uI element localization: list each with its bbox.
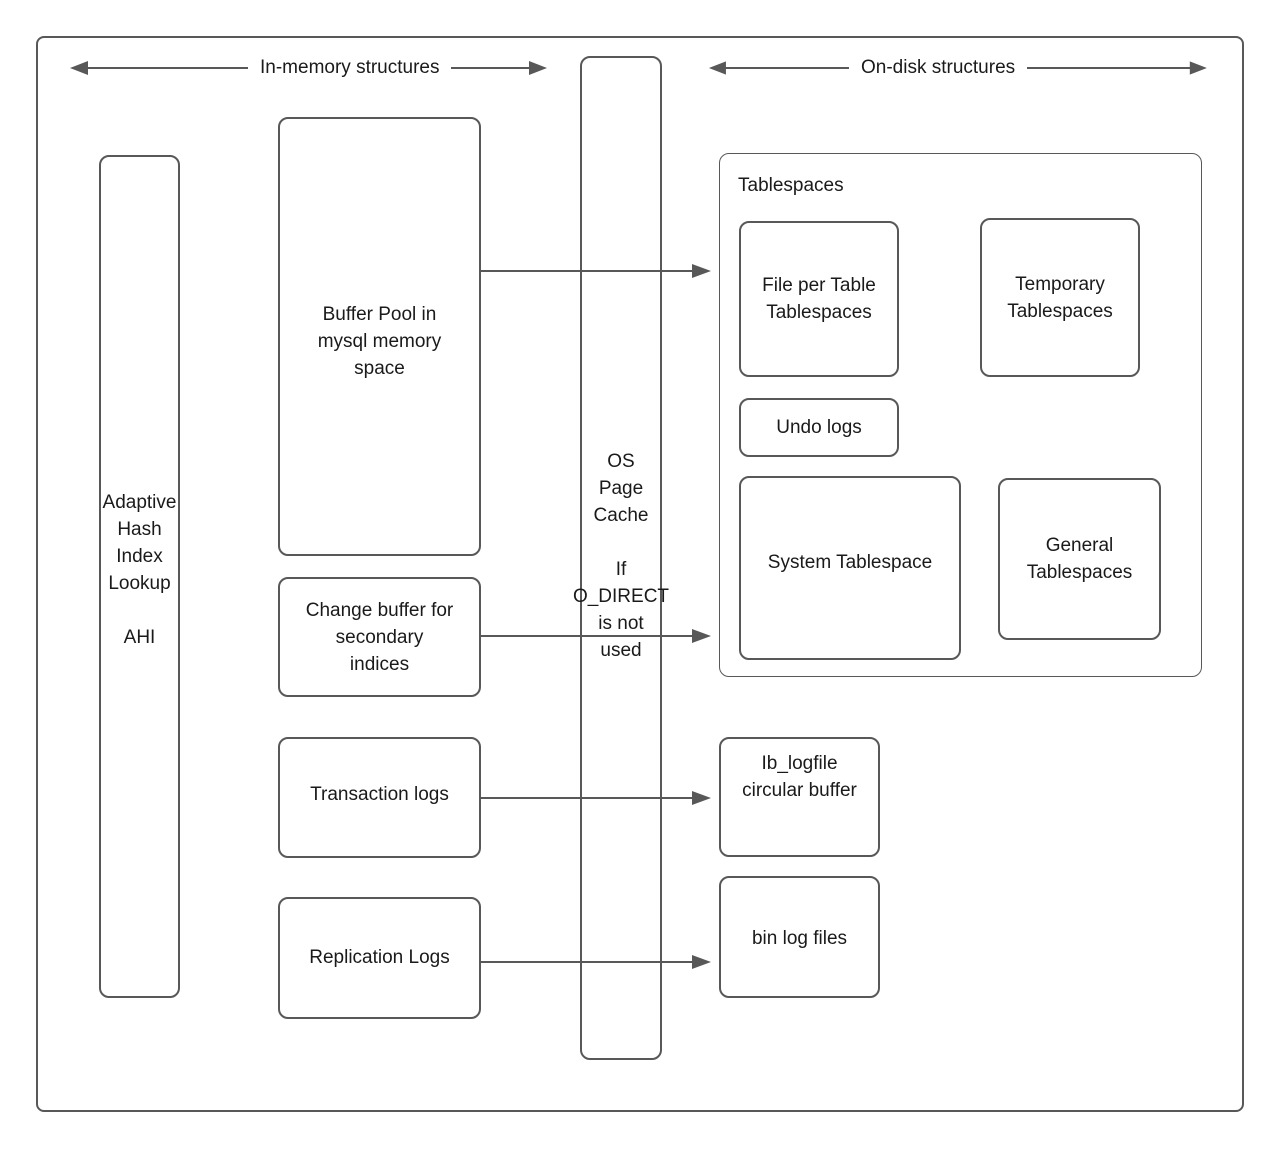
transaction-logs-label: Transaction logs bbox=[310, 784, 449, 805]
arrow-right-icon bbox=[451, 61, 548, 75]
replication-logs-box[interactable]: Replication Logs bbox=[278, 897, 481, 1019]
bin-log-files-box[interactable]: bin log files bbox=[719, 876, 880, 998]
in-memory-structures-band: In-memory structures bbox=[68, 53, 552, 83]
on-disk-structures-band: On-disk structures bbox=[707, 53, 1207, 83]
ib-logfile-label: Ib_logfile circular buffer bbox=[742, 753, 857, 801]
system-tablespace-label: System Tablespace bbox=[767, 551, 933, 573]
temporary-tablespaces-box[interactable]: Temporary Tablespaces bbox=[980, 218, 1140, 377]
adaptive-hash-index-box[interactable] bbox=[99, 155, 180, 998]
general-tablespaces-label: General Tablespaces bbox=[1026, 535, 1133, 583]
change-buffer-label: Change buffer for secondary indices bbox=[305, 599, 454, 675]
tablespaces-group-title: Tablespaces bbox=[738, 175, 844, 196]
connector-transaction-logs-to-ib-logfile bbox=[481, 789, 711, 807]
file-per-table-tablespaces-box[interactable]: File per Table Tablespaces bbox=[739, 221, 899, 377]
change-buffer-box[interactable]: Change buffer for secondary indices bbox=[278, 577, 481, 697]
adaptive-hash-index-label: Adaptive Hash Index Lookup AHI bbox=[102, 492, 177, 648]
ib-logfile-box[interactable]: Ib_logfile circular buffer bbox=[719, 737, 880, 857]
on-disk-structures-label: On-disk structures bbox=[860, 57, 1016, 78]
os-page-cache-box[interactable] bbox=[580, 56, 662, 1060]
connector-change-buffer-to-system-tablespace bbox=[481, 627, 711, 645]
replication-logs-label: Replication Logs bbox=[309, 946, 450, 968]
bin-log-files-label: bin log files bbox=[751, 927, 848, 949]
undo-logs-label: Undo logs bbox=[776, 417, 862, 438]
in-memory-structures-label: In-memory structures bbox=[260, 57, 440, 78]
buffer-pool-label: Buffer Pool in mysql memory space bbox=[317, 304, 442, 379]
system-tablespace-box[interactable]: System Tablespace bbox=[739, 476, 961, 660]
arrow-left-icon bbox=[70, 61, 248, 75]
file-per-table-tablespaces-label: File per Table Tablespaces bbox=[762, 275, 876, 323]
undo-logs-box[interactable]: Undo logs bbox=[739, 398, 899, 457]
connector-replication-logs-to-bin-log-files bbox=[481, 953, 711, 971]
buffer-pool-box[interactable]: Buffer Pool in mysql memory space bbox=[278, 117, 481, 556]
arrow-right-icon bbox=[1027, 61, 1207, 75]
arrow-left-icon bbox=[708, 61, 849, 75]
os-page-cache-label: OS Page Cache If O_DIRECT is not used bbox=[572, 451, 670, 661]
connector-buffer-pool-to-file-per-table bbox=[481, 262, 711, 280]
temporary-tablespaces-label: Temporary Tablespaces bbox=[1007, 273, 1113, 322]
general-tablespaces-box[interactable]: General Tablespaces bbox=[998, 478, 1161, 640]
transaction-logs-box[interactable]: Transaction logs bbox=[278, 737, 481, 858]
